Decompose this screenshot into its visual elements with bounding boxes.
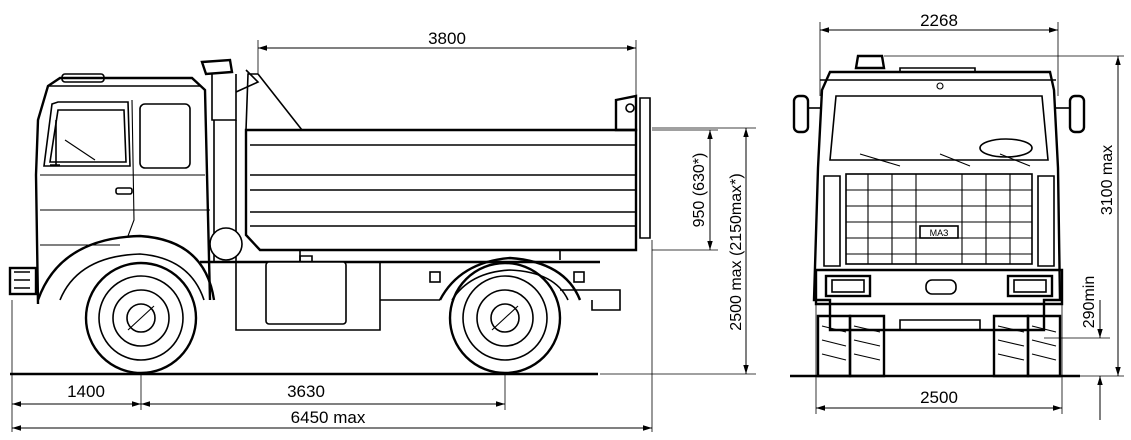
dim-body-length: 3800 <box>257 29 637 96</box>
dim-ground-clearance: 290min <box>1044 276 1110 420</box>
front-tire-right <box>992 314 1062 378</box>
headlight-right <box>1006 274 1054 298</box>
roof-beacon <box>854 54 886 70</box>
fuel-tank <box>265 261 347 325</box>
label-overall-height-side: 2500 max (2150max*) <box>728 173 745 330</box>
mirror-left <box>792 94 810 134</box>
label-overall-width: 2268 <box>920 11 958 30</box>
label-body-height: 950 (630*) <box>691 153 708 228</box>
cab-side <box>8 73 216 305</box>
dim-body-height: 950 (630*) <box>652 129 718 251</box>
steering-wheel <box>979 138 1033 158</box>
windshield <box>829 95 1049 161</box>
headlight-left <box>824 274 872 298</box>
cab-side-window <box>43 101 131 167</box>
label-front-overhang: 1400 <box>67 382 105 401</box>
label-track-width: 2500 <box>920 388 958 407</box>
dim-bottom-side: 1400 3630 6450 max <box>11 240 653 432</box>
grille <box>845 173 1033 265</box>
dim-track-width: 2500 <box>815 300 1063 414</box>
dim-overall-height-side: 2500 max (2150max*) <box>600 127 756 375</box>
dim-overall-width: 2268 <box>819 11 1059 96</box>
side-view: 3800 950 (630*) 2500 max (2150max*) 1400… <box>8 29 756 432</box>
front-wheel <box>84 261 198 375</box>
mirror-right <box>1068 94 1086 134</box>
front-view: МАЗ 2268 <box>790 11 1124 420</box>
front-bumper <box>8 266 38 296</box>
label-max-height: 3100 max <box>1099 145 1116 215</box>
cab-front: МАЗ <box>792 70 1086 332</box>
label-body-length: 3800 <box>428 29 466 48</box>
cab-rear-window <box>139 103 191 169</box>
rear-wheel-arch <box>438 256 582 301</box>
air-intake <box>200 58 260 262</box>
chassis-frame <box>200 255 621 331</box>
front-tire-left <box>816 314 886 378</box>
dim-max-height: 3100 max <box>884 55 1124 377</box>
dump-body <box>244 73 651 262</box>
label-wheelbase: 3630 <box>287 382 325 401</box>
air-filter <box>209 227 243 261</box>
label-ground-clearance: 290min <box>1081 276 1098 328</box>
label-overall-length: 6450 max <box>291 408 366 427</box>
maz-logo <box>919 225 959 239</box>
door-handle <box>115 187 133 195</box>
rear-wheel <box>448 261 562 375</box>
maz-logo-text: МАЗ <box>930 228 949 238</box>
